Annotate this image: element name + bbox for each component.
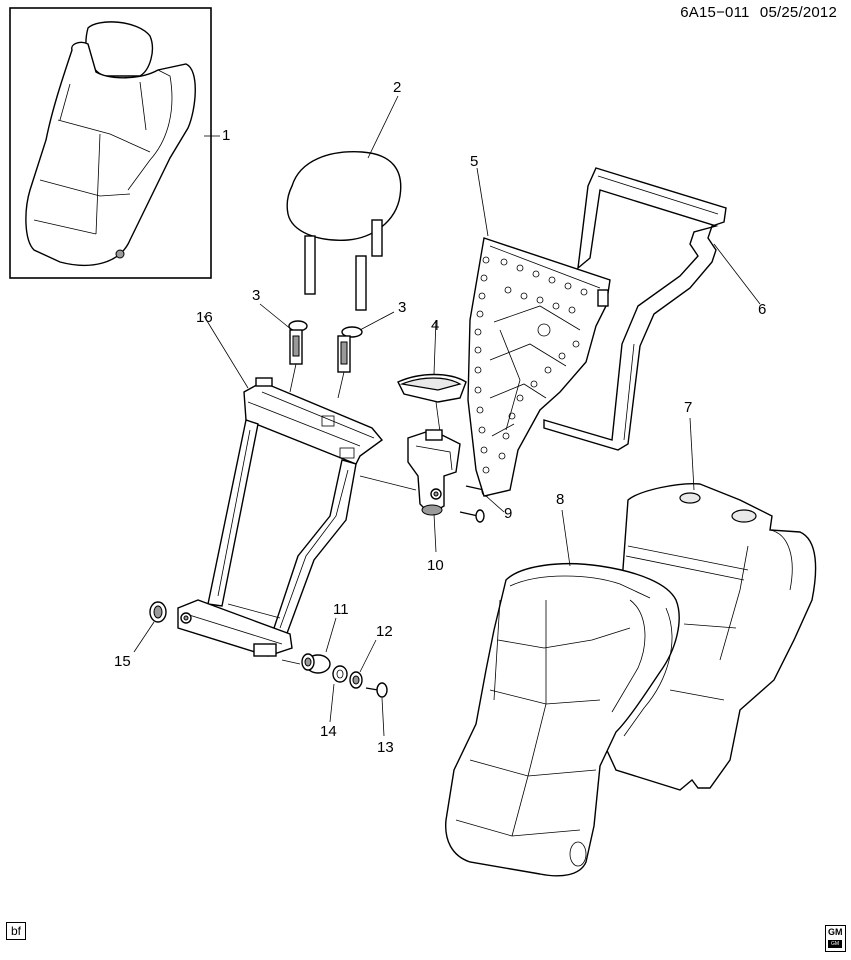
callout-label: 8: [556, 491, 565, 508]
headrest-guide-left-drawing: [259, 303, 308, 393]
callout-label: 13: [377, 739, 394, 756]
callout-label: 10: [427, 557, 444, 574]
washer-drawing: [349, 639, 377, 689]
headrest-guide-right-drawing: [337, 311, 395, 399]
callout-label: 3: [398, 299, 407, 316]
seat-back-panel-drawing: [467, 167, 611, 497]
gm-logo-icon: GM GM: [825, 925, 846, 952]
logo-text: GM: [828, 927, 843, 937]
pivot-bolt-drawing: [365, 682, 388, 737]
callout-label: 6: [758, 301, 767, 318]
pivot-bushing-drawing: [281, 617, 337, 674]
latch-mechanism-drawing: [359, 429, 461, 553]
callout-label: 3: [252, 287, 261, 304]
seat-back-assembly-drawing: [25, 21, 196, 267]
logo-subtext: GM: [828, 940, 842, 948]
panel-perforations: [474, 256, 588, 474]
seat-back-frame-drawing: [177, 315, 384, 657]
diagram-date: 05/25/2012: [759, 4, 837, 21]
callout-label: 11: [333, 601, 349, 618]
bolt-lower-drawing: [459, 495, 505, 523]
illustration-code-box: bf: [6, 922, 27, 940]
rear-panel-drawing: [543, 167, 761, 451]
inset-assembly-view: [9, 7, 220, 279]
seat-back-cushion-drawing: [445, 509, 680, 877]
headrest-drawing: [286, 95, 402, 311]
callout-label: 14: [320, 723, 337, 740]
callout-label: 4: [431, 317, 440, 334]
callout-label: 15: [114, 653, 131, 670]
callout-label: 9: [504, 505, 513, 522]
callout-label: 1: [222, 127, 231, 144]
grommet-drawing: [133, 601, 167, 653]
callout-label: 7: [684, 399, 693, 416]
spacer-drawing: [329, 665, 348, 723]
latch-cover-drawing: [397, 319, 467, 433]
callout-label: 5: [470, 153, 479, 170]
diagram-id: 6A15−011: [680, 4, 750, 21]
callout-label: 16: [196, 309, 213, 326]
diagram-header: 6A15−011 05/25/2012: [674, 4, 837, 21]
rear-trim-cover-drawing: [603, 417, 817, 791]
callout-label: 2: [393, 79, 402, 96]
callout-label: 12: [376, 623, 393, 640]
